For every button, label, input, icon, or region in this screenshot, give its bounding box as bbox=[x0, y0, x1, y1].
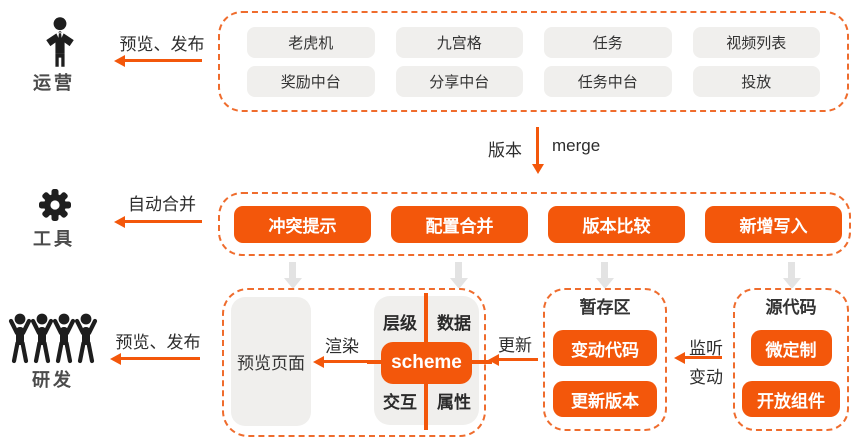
operation-label: 运营 bbox=[33, 73, 75, 93]
module-chip: 任务中台 bbox=[544, 66, 672, 97]
quadrant-label: 数据 bbox=[437, 314, 471, 333]
dev-label: 研发 bbox=[32, 370, 74, 390]
tools-panel: 冲突提示 配置合并 版本比较 新增写入 bbox=[218, 192, 851, 256]
tool-button: 新增写入 bbox=[705, 205, 842, 243]
merge-label: merge bbox=[552, 136, 601, 155]
tools-arrow-label: 自动合并 bbox=[128, 195, 196, 214]
module-chip: 视频列表 bbox=[692, 27, 820, 58]
tools-arrow bbox=[124, 220, 202, 223]
staging-button: 变动代码 bbox=[553, 330, 657, 366]
team-icon bbox=[8, 313, 98, 364]
tool-button: 配置合并 bbox=[391, 205, 528, 243]
scheme-center-box: scheme bbox=[381, 342, 472, 384]
down-connector bbox=[601, 262, 608, 278]
update-label: 更新 bbox=[498, 336, 532, 355]
source-title: 源代码 bbox=[765, 298, 817, 317]
staging-panel: 暂存区 变动代码 更新版本 bbox=[543, 288, 667, 431]
listen-arrow bbox=[684, 356, 722, 359]
tool-button: 冲突提示 bbox=[234, 205, 371, 243]
dev-arrow-label: 预览、发布 bbox=[115, 333, 201, 352]
module-chip: 任务 bbox=[544, 27, 672, 58]
render-arrow bbox=[323, 360, 369, 363]
dev-arrow bbox=[120, 357, 200, 360]
operation-arrow bbox=[124, 59, 202, 62]
down-connector bbox=[289, 262, 296, 278]
tool-button: 版本比较 bbox=[548, 205, 685, 243]
module-chip: 九宫格 bbox=[395, 27, 523, 58]
listen-label-line1: 监听 bbox=[689, 339, 723, 358]
source-panel: 源代码 微定制 开放组件 bbox=[733, 288, 849, 431]
version-label: 版本 bbox=[488, 141, 522, 160]
operator-icon bbox=[46, 17, 74, 67]
tools-label: 工具 bbox=[33, 229, 75, 249]
merge-arrow bbox=[536, 127, 539, 165]
gear-icon bbox=[39, 189, 71, 221]
preview-page-box: 预览页面 bbox=[231, 297, 311, 426]
source-button: 开放组件 bbox=[742, 381, 840, 417]
staging-title: 暂存区 bbox=[579, 298, 631, 317]
module-chip: 分享中台 bbox=[395, 66, 523, 97]
down-connector bbox=[788, 262, 795, 278]
staging-button: 更新版本 bbox=[553, 381, 657, 417]
quadrant-label: 层级 bbox=[383, 314, 417, 333]
update-arrow bbox=[498, 358, 538, 361]
render-label: 渲染 bbox=[325, 337, 359, 356]
modules-panel: 老虎机 九宫格 任务 视频列表 奖励中台 分享中台 任务中台 投放 bbox=[218, 11, 849, 112]
quadrant-label: 交互 bbox=[383, 393, 417, 412]
listen-label-line2: 变动 bbox=[689, 368, 723, 387]
quadrant-label: 属性 bbox=[437, 393, 471, 412]
operation-arrow-label: 预览、发布 bbox=[119, 35, 205, 54]
module-chip: 奖励中台 bbox=[247, 66, 375, 97]
module-chip: 投放 bbox=[692, 66, 820, 97]
source-button: 微定制 bbox=[750, 330, 832, 366]
down-connector bbox=[455, 262, 462, 278]
module-chip: 老虎机 bbox=[247, 27, 375, 58]
